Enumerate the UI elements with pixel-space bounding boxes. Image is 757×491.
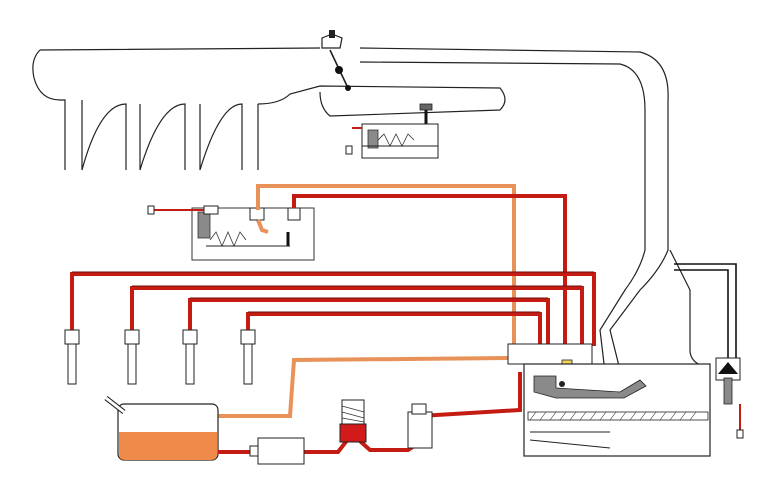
fuel-line-edges xyxy=(72,271,594,313)
air-sensor-plate xyxy=(523,363,711,457)
fuel-filter xyxy=(218,437,305,465)
intake-manifold xyxy=(32,47,701,373)
injector-2 xyxy=(124,329,140,385)
injector-3 xyxy=(182,329,198,385)
fuel-tank xyxy=(104,396,219,461)
fuel-level xyxy=(119,432,217,460)
return-lines xyxy=(215,184,516,418)
cold-start-valve xyxy=(674,263,744,439)
injectors xyxy=(64,329,256,385)
pressure-regulator-middle xyxy=(147,205,315,261)
injector-1 xyxy=(64,329,80,385)
fuel-pump xyxy=(339,399,367,443)
pressure-regulator-upper xyxy=(345,123,439,159)
throttle-valve xyxy=(321,30,351,91)
throttle-screw-icon xyxy=(329,30,335,38)
injector-4 xyxy=(240,329,256,385)
accumulator xyxy=(407,403,433,449)
spring-icon xyxy=(209,230,247,248)
spring-icon xyxy=(377,133,415,147)
fuel-lines xyxy=(70,194,596,454)
